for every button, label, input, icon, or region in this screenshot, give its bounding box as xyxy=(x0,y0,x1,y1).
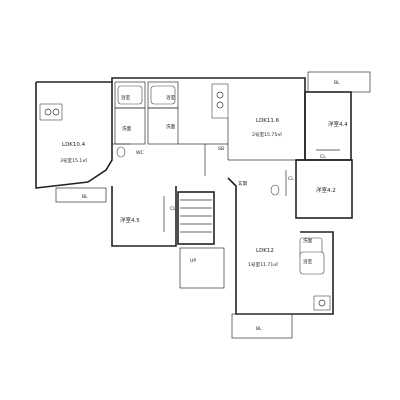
center-ldk-label: LDK11.6 xyxy=(256,118,280,124)
up-label: UP xyxy=(190,258,196,264)
bottom-balcony-label: BL xyxy=(256,326,262,332)
center-area-label: 2号室15.75㎡ xyxy=(252,131,282,138)
top-wet-rooms xyxy=(114,81,179,145)
bottom-left-western-label: 洋室4.5 xyxy=(120,216,140,224)
bottom-balcony xyxy=(231,313,293,339)
sb-label: SB xyxy=(218,146,224,152)
left-area-label: 3号室15.1㎡ xyxy=(60,157,87,164)
bath-a-label: 浴室 xyxy=(121,94,131,101)
right-top-western-label: 洋室4.4 xyxy=(328,120,348,128)
right-top-closet-label: CL xyxy=(320,154,326,160)
washroom-c-label: 洗面 xyxy=(303,237,313,244)
right-mid-unit xyxy=(270,159,353,311)
washroom-a-label: 洗面 xyxy=(122,125,132,132)
washroom-b-label: 洗面 xyxy=(166,123,176,130)
bottom-left-closet-label: CL xyxy=(170,206,176,212)
left-unit xyxy=(39,103,130,203)
left-ldk-label: LDK10.4 xyxy=(62,142,86,148)
bath-b-label: 浴室 xyxy=(166,94,176,101)
entrance-label: 玄関 xyxy=(238,180,248,187)
left-balcony-label: BL xyxy=(82,194,88,200)
bath-c-label: 浴室 xyxy=(303,258,313,265)
bottom-ldk-label: LDK12 xyxy=(256,248,274,254)
right-mid-closet-label: CL xyxy=(288,176,294,182)
bottom-area-label: 1号室11.71㎡ xyxy=(248,261,278,268)
right-mid-western-label: 洋室4.2 xyxy=(316,186,336,194)
bottom-left-unit xyxy=(111,186,177,247)
wc-label: WC xyxy=(136,150,144,156)
exterior-walls xyxy=(35,77,334,315)
staircase xyxy=(179,199,225,289)
center-unit xyxy=(178,83,305,176)
right-top-balcony-label: BL xyxy=(334,80,340,86)
